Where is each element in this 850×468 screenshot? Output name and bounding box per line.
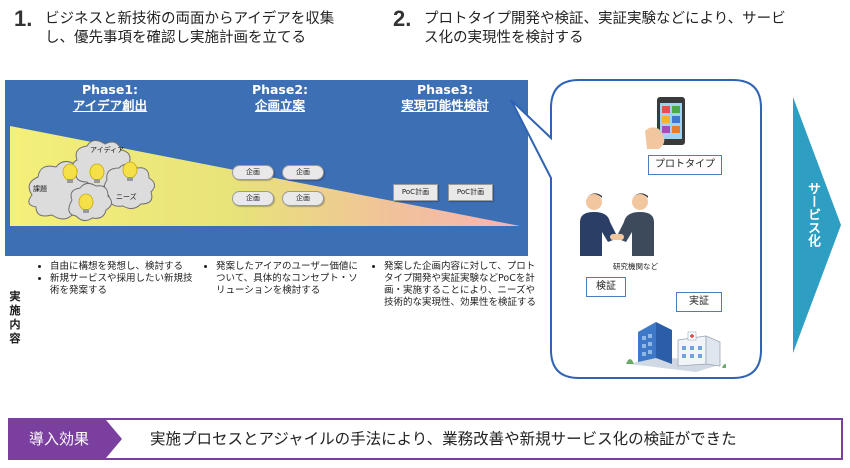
plan-pill: 企画 — [282, 165, 324, 180]
phase1-label: Phase1: — [81, 82, 139, 97]
cloud-label-issue: 課題 — [33, 185, 47, 193]
impl-char: 容 — [9, 332, 21, 345]
step1-number: 1. — [14, 6, 33, 31]
prototype-tag: プロトタイプ — [648, 155, 722, 175]
footer-tag: 導入効果 — [28, 430, 89, 448]
research-label: 研究機関など — [613, 262, 658, 271]
impl-char: 施 — [9, 304, 21, 317]
phase2-bullets: 発案したアイアのユーザー価値について、具体的なコンセプト・ソリューションを検討す… — [202, 261, 366, 297]
footer-text: 実施プロセスとアジャイルの手法により、業務改善や新規サービス化の検証ができた — [150, 430, 737, 448]
phase3-label: Phase3: — [416, 82, 474, 97]
phase3-subtitle: 実現可能性検討 — [401, 98, 489, 113]
phase2-label: Phase2: — [251, 82, 309, 97]
phase3-bullets: 発案した企画内容に対して、プロトタイプ開発や実証実験などPoCを計画・実施するこ… — [370, 261, 536, 309]
phase2-title: Phase2: 企画立案 — [220, 82, 340, 114]
demo-tag: 実証 — [676, 292, 722, 312]
footer-tag-shape — [10, 420, 122, 458]
service-arrow — [793, 97, 841, 353]
phase2-bullet: 発案したアイアのユーザー価値について、具体的なコンセプト・ソリューションを検討す… — [216, 261, 366, 297]
verify-tag: 検証 — [586, 277, 626, 297]
footer-box — [8, 418, 843, 460]
phase1-title: Phase1: アイデア創出 — [50, 82, 170, 114]
step1-text: ビジネスと新技術の両面からアイデアを収集し、優先事項を確認し実施計画を立てる — [45, 11, 335, 46]
poc-plan-box: PoC計画 — [448, 184, 493, 201]
smartphone-icon — [645, 97, 685, 149]
step2-text: プロトタイプ開発や検証、実証実験などにより、サービス化の実現性を検討する — [424, 11, 786, 46]
plan-pill: 企画 — [282, 191, 324, 206]
impl-label: 実 施 内 容 — [6, 290, 24, 346]
buildings-icon — [626, 322, 726, 372]
service-arrow-label: サービス化 — [805, 182, 820, 247]
phase1-subtitle: アイデア創出 — [72, 98, 148, 113]
phase2-subtitle: 企画立案 — [254, 98, 305, 113]
cloud-label-needs: ニーズ — [116, 193, 137, 201]
impl-char: 実 — [9, 290, 21, 303]
phase3-title: Phase3: 実現可能性検討 — [375, 82, 515, 114]
phase1-bullets: 自由に構想を発想し、検討する 新規サービスや採用したい新規技術を発案する — [36, 261, 200, 297]
phase3-bullet: 発案した企画内容に対して、プロトタイプ開発や実証実験などPoCを計画・実施するこ… — [384, 261, 536, 309]
cloud-label-idea: アイディア — [90, 146, 125, 154]
poc-plan-box: PoC計画 — [393, 184, 438, 201]
plan-pill: 企画 — [232, 165, 274, 180]
step2-number: 2. — [393, 6, 412, 31]
plan-pill: 企画 — [232, 191, 274, 206]
impl-char: 内 — [9, 318, 21, 331]
handshake-icon — [580, 193, 654, 256]
phase1-bullet: 新規サービスや採用したい新規技術を発案する — [50, 273, 200, 297]
idea-cloud-cluster — [28, 140, 155, 222]
phase1-bullet: 自由に構想を発想し、検討する — [50, 261, 200, 273]
